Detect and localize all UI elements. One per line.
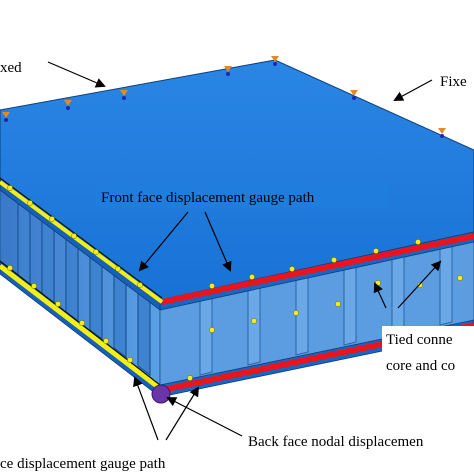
front-gauge-path-right bbox=[161, 233, 474, 305]
constraint-marker bbox=[350, 90, 358, 100]
label-fixed-left: xed bbox=[0, 60, 22, 76]
constraint-marker bbox=[271, 56, 279, 66]
front-gauge-label-box bbox=[96, 183, 388, 209]
back-face-node-marker bbox=[151, 384, 171, 404]
constraint-marker bbox=[64, 100, 72, 110]
label-fixed-right: Fixe bbox=[440, 74, 467, 90]
front-gauge-path-left bbox=[0, 180, 164, 304]
label-back-gauge: ce displacement gauge path bbox=[0, 456, 166, 472]
constraint-marker bbox=[120, 90, 128, 100]
constraint-marker bbox=[438, 128, 446, 138]
constraint-marker bbox=[224, 66, 232, 76]
arrow-back-gauge-left bbox=[133, 376, 159, 441]
arrow-back-gauge-right bbox=[165, 386, 200, 441]
label-tied-line2: core and co bbox=[386, 358, 455, 374]
core-cell-walls-right bbox=[199, 233, 453, 376]
constraint-marker bbox=[2, 112, 10, 122]
label-back-nodal: Back face nodal displacemen bbox=[248, 434, 424, 450]
front-gauge-outline-left bbox=[0, 177, 163, 299]
arrow-fixed-right bbox=[393, 79, 433, 101]
arrow-tied-b bbox=[397, 260, 442, 309]
label-front-gauge: Front face displacement gauge path bbox=[101, 190, 315, 206]
arrow-front-gauge-left bbox=[138, 211, 189, 272]
fixed-constraint-markers bbox=[2, 56, 446, 138]
back-gauge-path-left bbox=[0, 264, 164, 392]
arrow-front-gauge-right bbox=[204, 211, 232, 272]
arrow-back-node bbox=[166, 397, 243, 437]
label-tied-line1: Tied conne bbox=[386, 332, 453, 348]
arrow-fixed-left bbox=[47, 61, 106, 88]
tied-label-box bbox=[382, 326, 474, 374]
annotation-arrows bbox=[47, 61, 442, 441]
arrow-tied-a bbox=[373, 282, 387, 309]
